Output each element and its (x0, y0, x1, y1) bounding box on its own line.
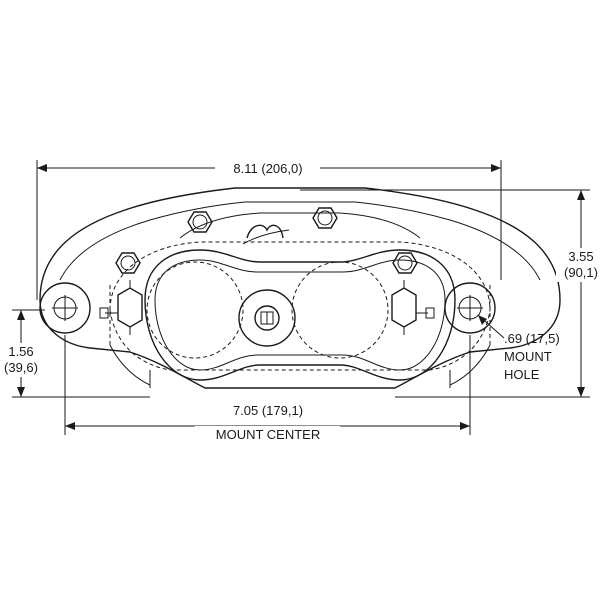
right-mount-ear (444, 282, 496, 334)
height-value: 3.55 (568, 249, 593, 264)
hidden-lines (109, 241, 491, 371)
mount-hole-label-2: HOLE (504, 367, 540, 382)
left-bleeder (99, 280, 143, 335)
mount-center-value: 7.05 (179,1) (233, 403, 303, 418)
mount-center-label: MOUNT CENTER (216, 427, 320, 442)
mount-center-dimension: 7.05 (179,1) MOUNT CENTER (64, 335, 471, 442)
brand-logo (242, 224, 290, 245)
mount-offset-metric: (39,6) (4, 360, 38, 375)
left-mount-ear (39, 282, 91, 334)
mount-hole-callout: .69 (17,5) MOUNT HOLE (477, 314, 560, 382)
mount-offset-dimension: 1.56 (39,6) (0, 309, 150, 398)
mount-offset-value: 1.56 (8, 344, 33, 359)
height-dimension: 3.55 (90,1) (300, 189, 600, 398)
mount-hole-value: .69 (17,5) (504, 331, 560, 346)
mount-hole-label-1: MOUNT (504, 349, 552, 364)
overall-width-dimension: 8.11 (206,0) (36, 160, 502, 300)
overall-width-label: 8.11 (206,0) (233, 161, 302, 176)
hex-bolts (115, 207, 418, 274)
center-fitting (238, 289, 296, 347)
caliper-body (39, 187, 561, 389)
height-metric: (90,1) (564, 265, 598, 280)
right-bleeder (391, 280, 435, 335)
